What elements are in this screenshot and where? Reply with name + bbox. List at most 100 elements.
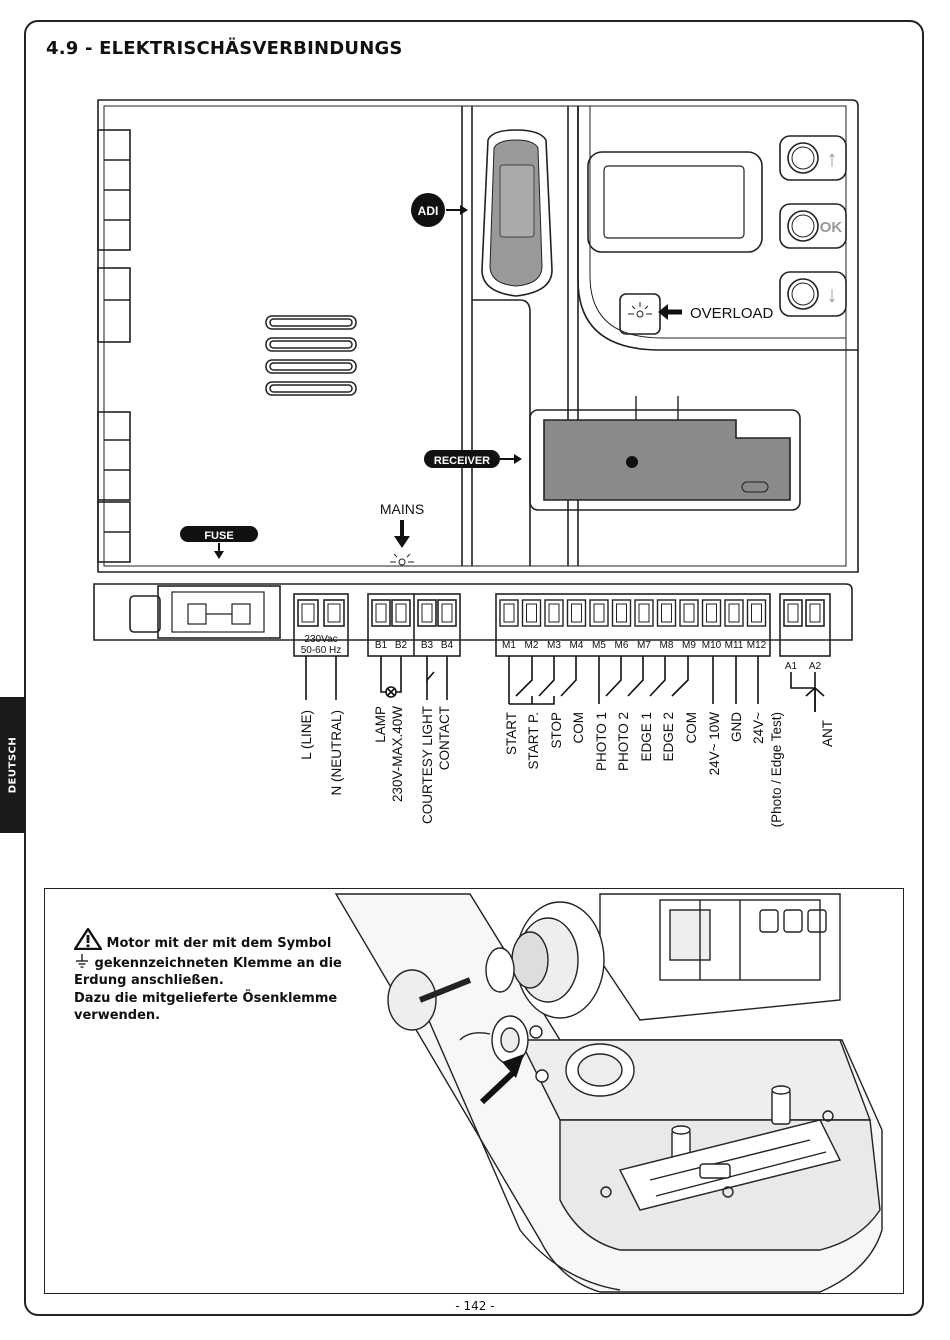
m-terminal-screw [634,599,654,627]
m-terminal-screw [566,599,587,627]
label-24v-10w: 24V~ 10W [707,712,722,776]
power-terminal-label-2: 50-60 Hz [301,645,342,656]
terminal-label-a2: A2 [809,661,822,672]
terminal-strip [93,583,853,657]
earth-connection-panel [44,888,904,1294]
label-photo-edge-test: (Photo / Edge Test) [769,712,784,827]
m-terminal-screw [724,599,744,627]
m-terminal-screw-inner [616,603,627,623]
button-up[interactable]: ↑ [779,135,847,181]
m-terminal-screw-inner [706,603,717,623]
m-terminal-screw-inner [751,603,762,623]
m-terminal-screw-inner [593,603,605,623]
terminal-label-a1: A1 [785,661,798,672]
mains-label: MAINS [380,501,424,517]
m-terminal-screw-inner [728,603,740,623]
m-terminal-screw [589,599,609,627]
terminal-label-m: M4 [570,640,584,651]
m-terminal-screw-inner [503,603,515,623]
m-terminal-screw-inner [661,603,672,623]
fuse-label: FUSE [204,530,233,542]
terminal-label-m: M11 [725,640,744,651]
terminal-label-m: M2 [525,640,539,651]
terminal-label-b2: B2 [395,640,408,651]
vent-slots [265,315,357,396]
m-terminal-screw [701,599,722,627]
terminal-label-m: M10 [702,640,722,651]
warning-line-3: Dazu die mitgelieferte Ösenklemme verwen… [74,990,338,1024]
power-terminal-label-1: 230Vac [304,634,337,645]
label-courtesy-contact: CONTACT [437,706,452,770]
m-terminal-screw [499,599,519,627]
label-edge-1: EDGE 1 [639,712,654,762]
label-courtesy-light: COURTESY LIGHT [420,706,435,824]
ok-icon: OK [820,219,843,236]
terminal-label-m: M7 [637,640,651,651]
overload-led: OVERLOAD [619,293,774,335]
label-lamp-rating: 230V-MAX.40W [390,706,405,802]
fuse-holder [129,585,281,639]
terminal-label-m: M9 [682,640,696,651]
label-gnd: GND [729,712,744,742]
label-start-p: START P. [526,712,541,770]
adi-badge-icon: ADI [411,193,468,227]
label-stop: STOP [549,712,564,749]
receiver-label: RECEIVER [434,455,490,467]
label-antenna: ANT [820,720,835,747]
label-24v-test: 24V~ [751,712,766,744]
terminal-label-b1: B1 [375,640,388,651]
terminal-label-m: M6 [615,640,629,651]
overload-label: OVERLOAD [690,305,774,322]
receiver-module [543,396,791,501]
button-ok[interactable]: OK [779,203,847,249]
terminal-label-b4: B4 [441,640,454,651]
label-com-1: COM [571,712,586,744]
terminal-label-m: M12 [747,640,767,651]
fuse-callout: FUSE [180,526,258,559]
lcd-display [587,151,763,253]
m-terminal-screw-inner [683,603,695,623]
left-connectors [97,129,131,563]
terminal-label-m: M1 [502,640,516,651]
label-photo-1: PHOTO 1 [594,712,609,771]
adi-badge-label: ADI [418,204,439,218]
section-title: 4.9 - ELEKTRISCHÄSVERBINDUNGS [46,38,403,59]
label-lamp: LAMP [373,706,388,743]
m-terminal-screw-inner [526,603,537,623]
terminal-label-m: M3 [547,640,561,651]
receiver-callout: RECEIVER [424,450,522,468]
m-terminal-screw-inner [638,603,650,623]
m-terminal-screws [499,599,767,627]
m-terminal-screw-inner [548,603,560,623]
earth-warning-text: Motor mit der mit dem Symbol gekennzeich… [74,928,344,1025]
terminal-label-b3: B3 [421,640,434,651]
arrow-down-icon: ↓ [827,282,838,307]
mains-callout: MAINS [380,501,424,566]
terminal-label-m: M8 [660,640,674,651]
motor-earth-illustration [334,893,883,1293]
m-terminal-screw [611,599,632,627]
m-terminal-screw [521,599,542,627]
label-photo-2: PHOTO 2 [616,712,631,771]
label-com-2: COM [684,712,699,744]
m-terminal-screw [679,599,699,627]
wiring [305,656,825,712]
warning-line-1: Motor mit der mit dem Symbol [106,936,332,951]
language-side-tab: DEUTSCH [0,697,26,833]
m-terminal-screw [544,599,564,627]
page-number: - 142 - [455,1299,495,1313]
warning-triangle-icon [74,928,102,950]
earth-ground-icon [76,953,88,968]
label-neutral: N (NEUTRAL) [329,710,344,796]
wiring-labels: L (LINE) N (NEUTRAL) LAMP 230V-MAX.40W C… [299,706,835,828]
m-terminal-screw [656,599,677,627]
label-line: L (LINE) [299,710,314,760]
terminal-label-m: M5 [592,640,606,651]
page-frame [24,20,924,1316]
m-terminal-screw-inner [571,603,582,623]
button-down[interactable]: ↓ [779,271,847,317]
label-start: START [504,712,519,755]
m-terminal-screw [746,599,767,627]
